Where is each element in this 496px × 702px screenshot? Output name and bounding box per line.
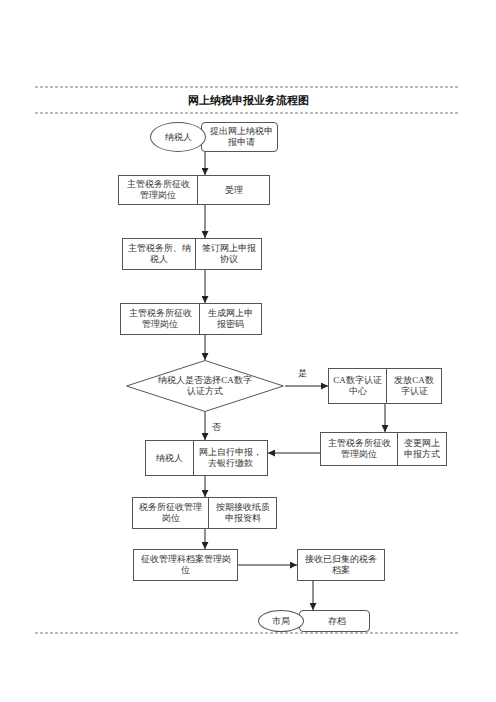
role-cell: 主管税务所征收管理岗位: [321, 433, 397, 465]
flow-arrow: [385, 404, 386, 432]
action-cell: 变更网上申报方式: [397, 433, 446, 465]
flow-arrow: [205, 335, 206, 360]
flow-arrow: [205, 152, 206, 175]
process-box: 主管税务所、纳税人签订网上申报协议: [122, 238, 262, 270]
terminal-shape: 市局存档: [258, 610, 370, 632]
role-cell: 税务所征收管理岗位: [133, 498, 208, 528]
action-box: 存档: [299, 610, 370, 632]
process-box: 税务所征收管理岗位按期接收纸质申报资料: [132, 497, 277, 529]
role-cell: 主管税务所征收管理岗位: [119, 176, 197, 204]
action-cell: 生成网上申报密码: [199, 304, 261, 334]
dashed-rule: [35, 633, 460, 634]
branch-label: 是: [297, 368, 308, 379]
process-box: 主管税务所征收管理岗位受理: [118, 175, 270, 205]
flow-arrow: [205, 476, 206, 497]
process-box: 主管税务所征收管理岗位变更网上申报方式: [320, 432, 447, 466]
diagram-title: 网上纳税申报业务流程图: [0, 93, 496, 107]
decision-text: 纳税人是否选择CA数字认证方式: [125, 360, 285, 412]
branch-label: 否: [211, 422, 222, 433]
decision-diamond: 纳税人是否选择CA数字认证方式: [125, 360, 285, 412]
action-cell: 签订网上申报协议: [195, 239, 261, 269]
action-cell: 受理: [197, 176, 269, 204]
dashed-rule: [35, 87, 460, 88]
process-box: CA数字认证中心发放CA数字认证: [328, 368, 442, 404]
role-cell: CA数字认证中心: [329, 369, 386, 403]
flow-arrow: [313, 581, 314, 610]
flow-arrow: [205, 412, 206, 440]
flow-arrow: [205, 270, 206, 303]
action-cell: 网上自行申报，去银行缴款: [193, 441, 267, 475]
role-cell: 纳税人: [146, 441, 193, 475]
flow-arrow: [268, 453, 320, 454]
process-box: 接收已归集的税务档案: [297, 549, 385, 581]
role-cell: 主管税务所、纳税人: [123, 239, 195, 269]
actor-ellipse: 市局: [258, 610, 304, 632]
action-cell: 按期接收纸质申报资料: [208, 498, 276, 528]
flow-arrow: [205, 529, 206, 549]
actor-ellipse: 纳税人: [150, 122, 206, 152]
process-box: 纳税人网上自行申报，去银行缴款: [145, 440, 268, 476]
role-cell: 接收已归集的税务档案: [298, 550, 384, 580]
role-cell: 主管税务所征收管理岗位: [121, 304, 199, 334]
terminal-shape: 纳税人提出网上纳税申报申请: [150, 122, 278, 152]
process-box: 征收管理科档案管理岗位: [133, 549, 238, 581]
dashed-rule: [35, 113, 460, 114]
flow-arrow: [238, 565, 297, 566]
flow-arrow: [285, 386, 328, 387]
flow-arrow: [205, 205, 206, 238]
action-box: 提出网上纳税申报申请: [201, 122, 278, 152]
action-cell: 发放CA数字认证: [386, 369, 441, 403]
process-box: 主管税务所征收管理岗位生成网上申报密码: [120, 303, 262, 335]
role-cell: 征收管理科档案管理岗位: [134, 550, 237, 580]
